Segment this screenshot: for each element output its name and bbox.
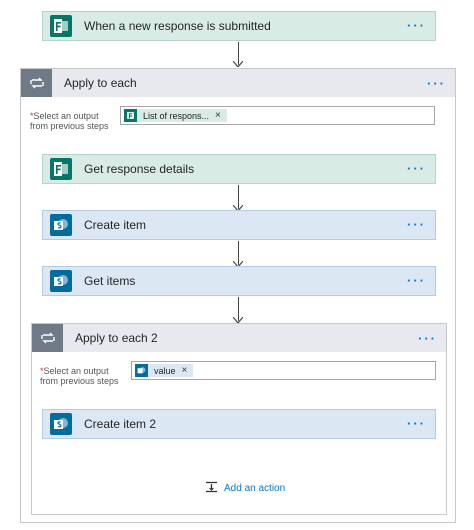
select-output-field[interactable]: value ×: [131, 361, 436, 380]
step-menu-icon[interactable]: ···: [407, 161, 426, 176]
connector-arrow-icon: [233, 317, 243, 323]
apply-to-each-menu-icon[interactable]: ···: [427, 75, 446, 91]
trigger-title: When a new response is submitted: [84, 19, 271, 33]
get-response-details-step[interactable]: Get response details ···: [42, 154, 436, 184]
apply-to-each-2-menu-icon[interactable]: ···: [418, 330, 437, 346]
forms-icon: [124, 109, 137, 122]
loop-icon: [32, 324, 63, 352]
token-remove-icon[interactable]: ×: [215, 110, 221, 121]
step-title: Create item: [84, 218, 147, 232]
connector-line: [238, 185, 239, 209]
add-action-button[interactable]: Add an action: [205, 481, 285, 496]
step-title: Create item 2: [84, 417, 157, 431]
trigger-step[interactable]: When a new response is submitted ···: [42, 11, 436, 41]
token-label: value: [154, 365, 176, 376]
step-menu-icon[interactable]: ···: [407, 416, 426, 431]
create-item-2-step[interactable]: Create item 2 ···: [42, 409, 436, 439]
connector-arrow-icon: [233, 261, 243, 267]
token-remove-icon[interactable]: ×: [181, 365, 188, 376]
step-title: Get items: [84, 274, 136, 288]
sharepoint-icon: [135, 364, 148, 377]
add-action-label: Add an action: [224, 483, 286, 494]
select-output-field[interactable]: List of respons... ×: [120, 106, 435, 125]
forms-icon: [50, 158, 72, 180]
dynamic-content-token: List of respons... ×: [124, 109, 227, 122]
get-items-step[interactable]: Get items ···: [42, 266, 436, 296]
apply-to-each-2-title: Apply to each 2: [75, 331, 158, 345]
sharepoint-icon: [50, 413, 72, 435]
apply-to-each-2-header[interactable]: Apply to each 2 ···: [32, 324, 446, 352]
step-menu-icon[interactable]: ···: [407, 273, 426, 288]
connector-arrow-icon: [233, 61, 243, 67]
forms-icon: [50, 15, 72, 37]
token-label: List of respons...: [143, 110, 210, 121]
add-action-icon: [205, 481, 218, 496]
create-item-step[interactable]: Create item ···: [42, 210, 436, 240]
connector-line: [238, 42, 239, 65]
connector-line: [238, 297, 239, 321]
dynamic-content-token: value ×: [135, 364, 194, 377]
connector-line: [238, 241, 239, 265]
sharepoint-icon: [50, 270, 72, 292]
apply-to-each-header[interactable]: Apply to each ···: [21, 69, 455, 97]
select-output-label: *Select an output from previous steps: [30, 111, 109, 131]
loop-icon: [21, 69, 52, 97]
step-title: Get response details: [84, 162, 195, 176]
select-output-label: *Select an output from previous steps: [40, 366, 119, 386]
apply-to-each-title: Apply to each: [64, 76, 137, 90]
trigger-menu-icon[interactable]: ···: [407, 18, 426, 33]
connector-arrow-icon: [233, 205, 243, 211]
sharepoint-icon: [50, 214, 72, 236]
step-menu-icon[interactable]: ···: [407, 217, 426, 232]
